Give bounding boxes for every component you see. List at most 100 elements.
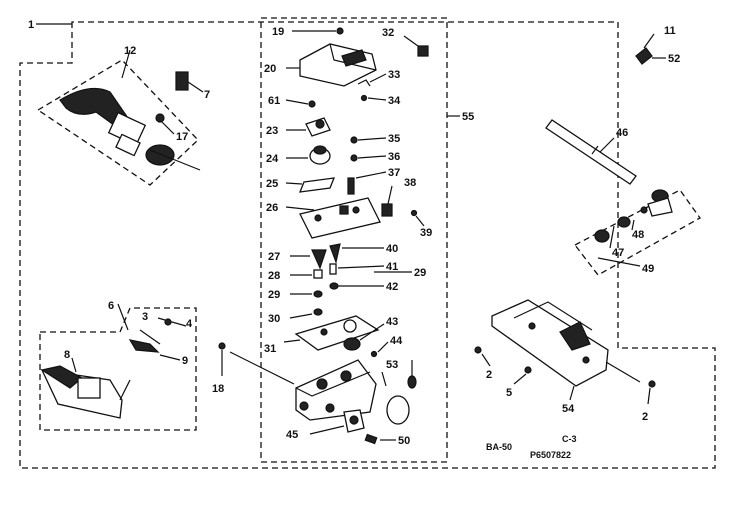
leader-31 xyxy=(283,339,301,343)
part-valve-body-top xyxy=(299,197,381,239)
label-2a: 2 xyxy=(486,369,492,381)
label-50: 50 xyxy=(398,435,410,447)
label-32: 32 xyxy=(382,27,394,39)
leader-9 xyxy=(159,354,181,361)
label-20: 20 xyxy=(264,63,276,75)
label-33: 33 xyxy=(388,69,400,81)
label-6: 6 xyxy=(108,300,114,312)
leader-43 xyxy=(359,323,385,341)
label-31: 31 xyxy=(264,343,276,355)
part-34-pin xyxy=(360,94,368,102)
label-4: 4 xyxy=(186,318,193,330)
part-17-screw xyxy=(155,113,165,123)
label-1: 1 xyxy=(28,19,34,31)
part-18-screw xyxy=(218,342,226,350)
part-28-30-stack xyxy=(313,269,323,316)
label-43: 43 xyxy=(386,316,398,328)
label-47: 47 xyxy=(612,247,624,259)
leader-49 xyxy=(597,257,641,267)
leader-2b-extra xyxy=(605,361,641,383)
part-5-screw xyxy=(524,366,532,374)
leader-53 xyxy=(381,371,387,387)
assembly-boundary xyxy=(19,21,716,469)
leader-33 xyxy=(369,73,387,83)
part-3-4-screws xyxy=(128,317,187,353)
part-54-bracket xyxy=(491,299,609,387)
label-55: 55 xyxy=(462,111,474,123)
leader-48 xyxy=(631,219,635,231)
label-8: 8 xyxy=(64,349,70,361)
part-37-spring xyxy=(347,177,355,195)
part-53-gasket xyxy=(386,360,417,425)
part-41-42-stack xyxy=(329,263,339,290)
leader-37 xyxy=(355,171,387,179)
label-36: 36 xyxy=(388,151,400,163)
part-31-plate xyxy=(294,315,380,351)
label-18: 18 xyxy=(212,383,224,395)
label-37: 37 xyxy=(388,167,400,179)
label-11: 11 xyxy=(664,25,676,37)
label-9: 9 xyxy=(182,355,188,367)
part-19-screw xyxy=(336,27,344,35)
leader-18b xyxy=(229,351,295,385)
part-24-knob xyxy=(309,145,331,165)
leader-5 xyxy=(513,373,527,385)
leader-32 xyxy=(403,35,419,47)
label-27: 27 xyxy=(268,251,280,263)
leader-30 xyxy=(289,313,313,319)
thermocouple-group-box xyxy=(39,307,197,431)
part-50-screw xyxy=(364,433,378,445)
part-46-tube xyxy=(545,119,637,185)
leader-17 xyxy=(161,121,175,135)
label-61: 61 xyxy=(268,95,280,107)
part-43-diaphragm xyxy=(343,337,361,351)
leader-25 xyxy=(285,182,303,185)
leader-2a xyxy=(481,353,491,367)
leader-61 xyxy=(285,99,309,105)
part-20-cover xyxy=(299,43,377,87)
leader-46 xyxy=(599,137,615,153)
leader-54 xyxy=(569,385,575,401)
leader-6 xyxy=(117,303,129,331)
label-52: 52 xyxy=(668,53,680,65)
leader-34 xyxy=(367,97,387,101)
label-53: 53 xyxy=(386,359,398,371)
caption-code-right: C-3 xyxy=(562,434,577,444)
label-54: 54 xyxy=(562,403,575,415)
label-7: 7 xyxy=(204,89,210,101)
pilot-group-box xyxy=(36,59,199,186)
label-5: 5 xyxy=(506,387,512,399)
leader-47 xyxy=(609,225,615,249)
label-19: 19 xyxy=(272,26,284,38)
label-34: 34 xyxy=(388,95,401,107)
pilot-burner-part xyxy=(59,87,201,171)
label-3: 3 xyxy=(142,311,148,323)
valve-assembly-box xyxy=(260,17,448,463)
label-26: 26 xyxy=(266,202,278,214)
label-40: 40 xyxy=(386,243,398,255)
leader-8 xyxy=(71,357,77,373)
leader-45 xyxy=(309,425,345,435)
label-28: 28 xyxy=(268,270,280,282)
label-25: 25 xyxy=(266,178,278,190)
part-33-spring xyxy=(357,79,371,87)
caption-code-left: BA-50 xyxy=(486,442,512,452)
label-46: 46 xyxy=(616,127,628,139)
thermocouple-part xyxy=(40,365,131,419)
label-41: 41 xyxy=(386,261,398,273)
part-25-plate xyxy=(298,177,336,193)
orifice-group-box xyxy=(574,189,701,276)
label-35: 35 xyxy=(388,133,400,145)
part-main-valve-body xyxy=(295,359,377,421)
part-2a-screw xyxy=(474,346,482,354)
part-2b-screw xyxy=(648,380,656,388)
part-35-screw xyxy=(350,136,358,144)
label-48: 48 xyxy=(632,229,644,241)
label-45: 45 xyxy=(286,429,298,441)
part-40-cone xyxy=(329,243,341,265)
leader-12 xyxy=(121,49,131,79)
leader-41 xyxy=(337,265,385,269)
part-23-bracket xyxy=(305,117,331,137)
